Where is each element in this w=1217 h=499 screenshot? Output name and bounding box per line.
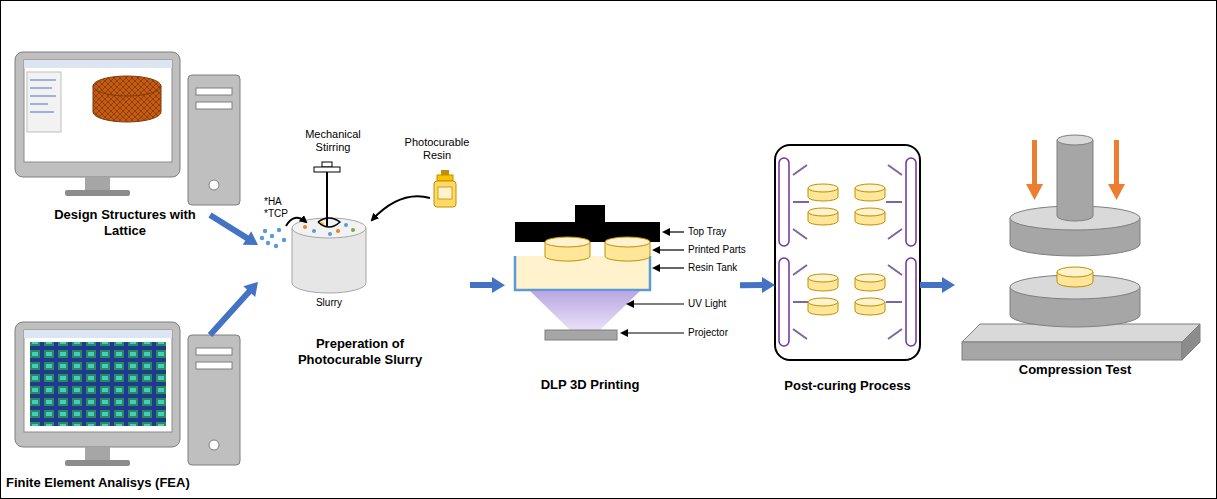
step-caption: Compression Test xyxy=(1000,362,1150,378)
flow-arrow xyxy=(920,277,955,293)
flow-arrow xyxy=(470,277,505,293)
part-label: Top Tray xyxy=(688,226,758,238)
flow-arrow xyxy=(210,215,258,245)
part-label: Mechanical Stirring xyxy=(296,128,370,154)
part-label: *TCP xyxy=(264,208,298,220)
step-caption: Finite Element Analisys (FEA) xyxy=(6,475,220,491)
part-label: *HA xyxy=(264,196,294,208)
flow-arrow xyxy=(740,277,775,293)
part-label: Printed Parts xyxy=(688,244,758,256)
step-caption: Preperation of Photocurable Slurry xyxy=(275,336,445,369)
process-step: Post-curing Process xyxy=(775,145,920,400)
process-step: Compression Test xyxy=(955,130,1205,390)
process-step: Preperation of Photocurable Slurry xyxy=(258,130,470,375)
step-caption: Post-curing Process xyxy=(775,378,920,394)
part-label: Projector xyxy=(688,327,758,339)
step-caption: DLP 3D Printing xyxy=(515,377,665,393)
part-label: UV Light xyxy=(688,298,758,310)
step-caption: Design Structures with Lattice xyxy=(50,207,200,240)
part-label: Photocurable Resin xyxy=(400,136,474,162)
flow-arrow xyxy=(210,282,258,335)
process-step: Design Structures with Lattice xyxy=(10,50,210,245)
part-label: Resin Tank xyxy=(688,262,758,274)
process-step: Finite Element Analisys (FEA) xyxy=(10,318,210,495)
part-label: Slurry xyxy=(304,297,354,309)
